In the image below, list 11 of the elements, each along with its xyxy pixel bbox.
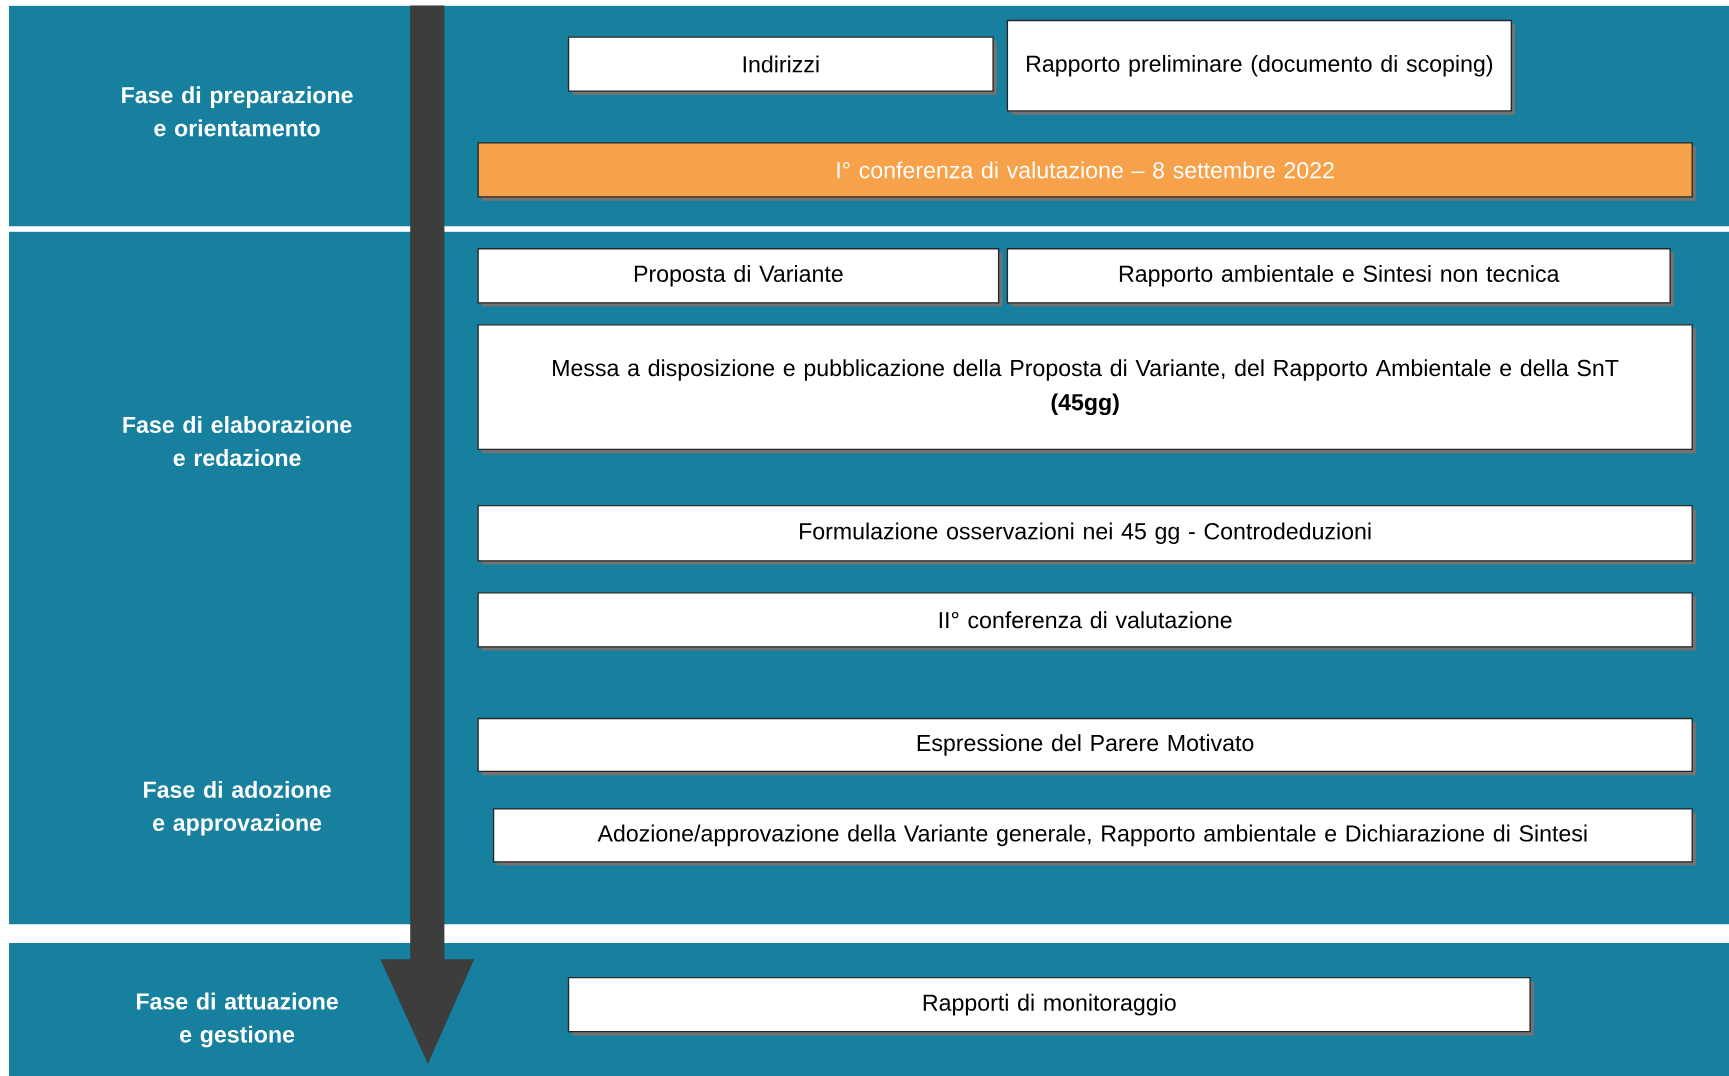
process-box: Rapporto preliminare (documento di scoping) <box>1006 19 1516 115</box>
process-box: Messa a disposizione e pubblicazione della Proposta di Variante, del Rapporto Ambientale e della SnT (45gg) <box>477 324 1696 454</box>
process-box: Rapporti di monitoraggio <box>567 976 1534 1036</box>
process-box: II° conferenza di valutazione <box>477 592 1696 651</box>
process-box: Proposta di Variante <box>477 248 1003 307</box>
process-box: Adozione/approvazione della Variante generale, Rapporto ambientale e Dichiarazione di Sintesi <box>492 808 1696 866</box>
highlight-box: I° conferenza di valutazione – 8 settembre 2022 <box>477 142 1696 201</box>
process-box: Indirizzi <box>567 36 997 95</box>
process-box: Espressione del Parere Motivato <box>477 717 1696 776</box>
process-box: Rapporto ambientale e Sintesi non tecnica <box>1006 248 1674 307</box>
process-box: Formulazione osservazioni nei 45 gg - Controdeduzioni <box>477 504 1696 565</box>
